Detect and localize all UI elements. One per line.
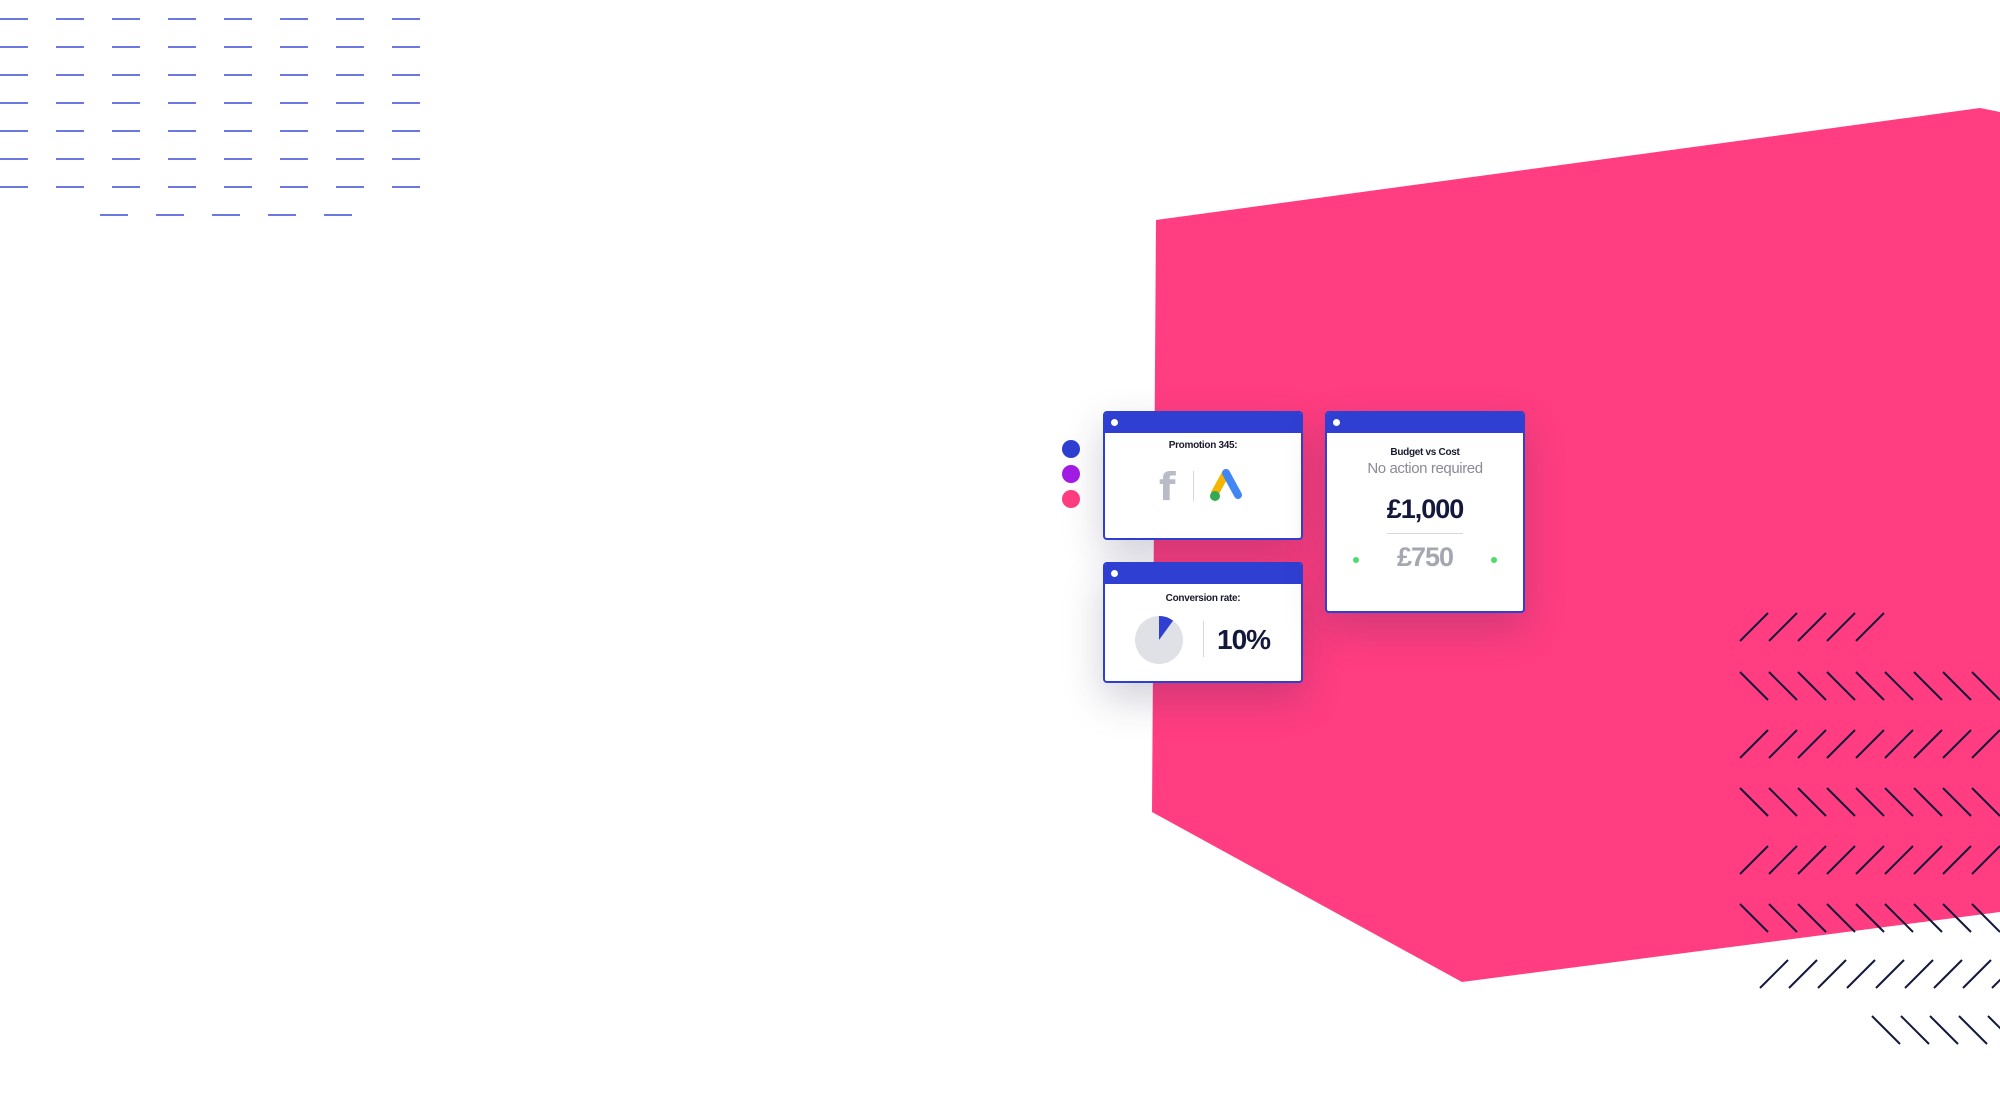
hatch-mark <box>1884 845 1914 875</box>
hatch-mark <box>1826 729 1856 759</box>
conversion-value: 10% <box>1217 624 1271 655</box>
hatch-mark <box>1788 959 1818 989</box>
hatch-mark <box>1739 845 1769 875</box>
conversion-title: Conversion rate: <box>1165 593 1241 604</box>
hatch-mark <box>1962 959 1992 989</box>
window-dot-icon <box>1333 419 1340 426</box>
promotion-card[interactable]: Promotion 345: f <box>1103 411 1303 540</box>
hatch-mark <box>1739 671 1769 701</box>
hatch-mark <box>1971 671 2000 701</box>
pie-slice <box>1159 616 1174 640</box>
hatch-mark <box>1900 1015 1930 1045</box>
hatch-mark <box>1797 845 1827 875</box>
hatch-mark <box>1942 903 1972 933</box>
hatch-mark <box>1768 729 1798 759</box>
pink-backdrop-shape <box>1152 108 2000 982</box>
hatch-mark <box>1739 612 1769 642</box>
hatch-mark <box>1875 959 1905 989</box>
hatch-mark <box>1884 729 1914 759</box>
hatch-mark <box>1942 729 1972 759</box>
facebook-icon: f <box>1159 465 1176 509</box>
hatch-mark <box>1884 787 1914 817</box>
hatch-mark <box>1971 845 2000 875</box>
promotion-title: Promotion 345: <box>1168 440 1238 451</box>
google-ads-icon <box>1210 469 1242 501</box>
hatch-mark <box>1971 903 2000 933</box>
hatch-mark <box>1855 903 1885 933</box>
window-dot-icon <box>1111 570 1118 577</box>
hatch-mark <box>1739 787 1769 817</box>
hatch-mark <box>1739 729 1769 759</box>
hatch-mark <box>1971 729 2000 759</box>
hatch-mark <box>1826 903 1856 933</box>
hatch-mark <box>1797 787 1827 817</box>
budget-status: No action required <box>1367 460 1483 477</box>
divider <box>1387 533 1463 534</box>
hatch-mark <box>1855 729 1885 759</box>
hatch-mark <box>1855 845 1885 875</box>
hatch-mark <box>1855 671 1885 701</box>
hatch-mark <box>1942 845 1972 875</box>
hatch-mark <box>1768 671 1798 701</box>
green-status-dot <box>1491 557 1497 563</box>
hatch-mark <box>1913 671 1943 701</box>
hatch-mark <box>1817 959 1847 989</box>
hatch-mark <box>1987 1015 2000 1030</box>
hatch-mark <box>1768 787 1798 817</box>
budget-title: Budget vs Cost <box>1390 447 1460 458</box>
budget-card[interactable]: Budget vs Cost No action required £1,000… <box>1325 411 1525 613</box>
hatch-mark <box>1826 845 1856 875</box>
hatch-mark <box>1797 729 1827 759</box>
hatch-mark <box>1933 959 1963 989</box>
hatch-mark <box>1958 1015 1988 1045</box>
divider <box>1203 621 1204 657</box>
hatch-mark <box>1759 959 1789 989</box>
conversion-pie-chart <box>1135 616 1183 664</box>
divider <box>1193 471 1194 501</box>
card-titlebar <box>1105 564 1301 584</box>
hatch-mark <box>1768 903 1798 933</box>
hatch-mark <box>1797 612 1827 642</box>
hatch-mark <box>1991 978 2000 989</box>
hatch-mark <box>1942 671 1972 701</box>
hatch-mark <box>1913 787 1943 817</box>
hatch-mark <box>1884 903 1914 933</box>
hatch-mark <box>1846 959 1876 989</box>
hatch-mark <box>1942 787 1972 817</box>
card-titlebar <box>1105 413 1301 433</box>
hatch-mark <box>1855 612 1885 642</box>
purple-dot <box>1062 465 1080 483</box>
hatch-mark <box>1913 845 1943 875</box>
hatch-mark <box>1855 787 1885 817</box>
hatch-mark <box>1739 903 1769 933</box>
hatch-mark <box>1929 1015 1959 1045</box>
dash-pattern-decoration <box>0 18 420 216</box>
hatch-mark <box>1826 671 1856 701</box>
hatch-mark <box>1768 612 1798 642</box>
hatch-mark <box>1826 612 1856 642</box>
hatch-mark <box>1913 903 1943 933</box>
hatch-mark <box>1797 903 1827 933</box>
hatch-mark <box>1904 959 1934 989</box>
hatch-mark <box>1826 787 1856 817</box>
cost-value: £750 <box>1396 542 1454 572</box>
blue-dot <box>1062 440 1080 458</box>
hatch-mark <box>1871 1015 1901 1045</box>
conversion-card[interactable]: Conversion rate: 10% <box>1103 562 1303 683</box>
hatch-pattern-decoration <box>1739 612 2000 1045</box>
card-titlebar <box>1327 413 1523 433</box>
hatch-mark <box>1913 729 1943 759</box>
hatch-mark <box>1768 845 1798 875</box>
green-status-dot <box>1353 557 1359 563</box>
hatch-mark <box>1884 671 1914 701</box>
window-dot-icon <box>1111 419 1118 426</box>
pink-dot <box>1062 490 1080 508</box>
hatch-mark <box>1797 671 1827 701</box>
hatch-mark <box>1971 787 2000 817</box>
budget-value: £1,000 <box>1386 494 1465 524</box>
